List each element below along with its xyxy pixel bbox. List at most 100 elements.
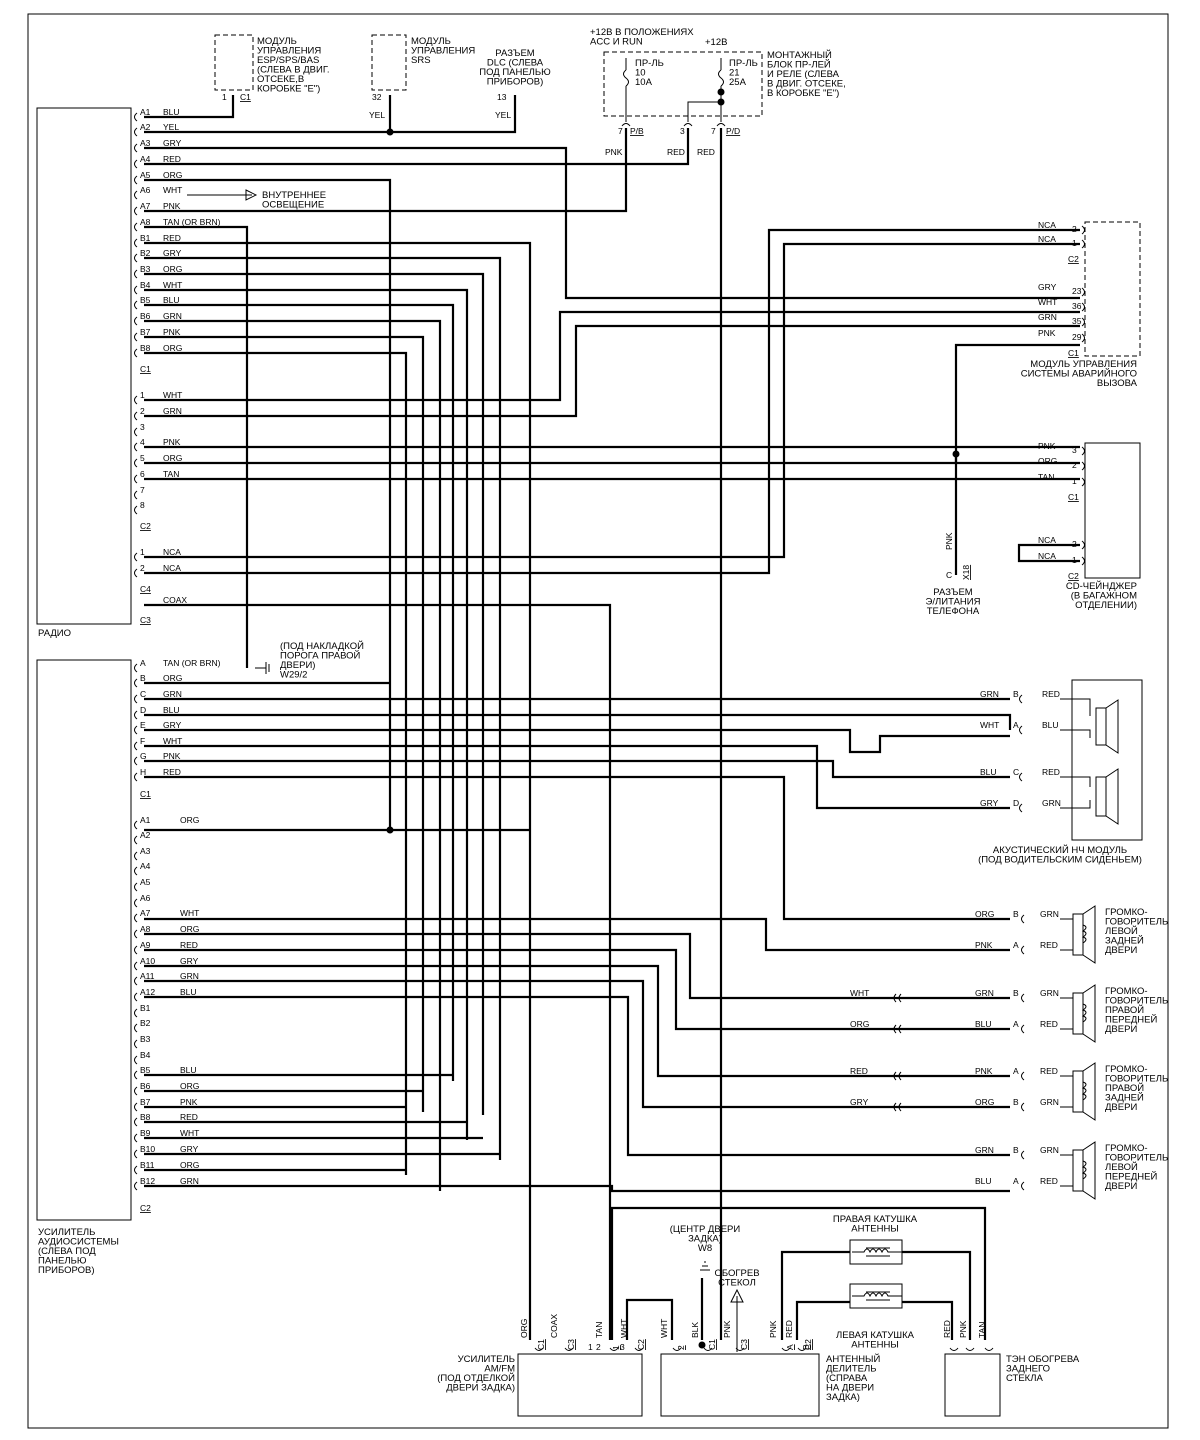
radio-box [36, 107, 132, 625]
splice-dot [717, 88, 725, 96]
amp-pin-num: B11 [140, 1160, 155, 1170]
antenna-coil-icon [852, 1292, 902, 1298]
emergency-pin: 29 [1072, 332, 1082, 342]
cd-wire: ORG [1038, 456, 1057, 466]
ground2-label: W8 [698, 1243, 712, 1254]
radio-conn: C4 [140, 584, 151, 594]
connector-pin [134, 1149, 138, 1159]
wire [144, 303, 455, 1081]
amfm-wire: ORG [519, 1319, 529, 1338]
connector-pin [134, 663, 138, 673]
connector-pin [134, 1102, 138, 1112]
speaker-wire: PNK [975, 1066, 993, 1076]
wire-sub [1060, 800, 1091, 809]
splice-dot [698, 1341, 706, 1349]
connector-pin [716, 123, 726, 127]
wire [144, 95, 235, 119]
emergency-pin: 36 [1072, 301, 1082, 311]
radio-wire-color: WHT [163, 390, 182, 400]
connector-pin [134, 1008, 138, 1018]
connector-pin [1019, 694, 1023, 704]
radio-wire-color: RED [163, 233, 181, 243]
fuse2-label: 25A [729, 77, 747, 88]
amp-pin-num: D [140, 705, 146, 715]
amp-pin-num: A6 [140, 893, 151, 903]
cd-conn: C2 [1068, 571, 1079, 581]
radio-pin-num: B7 [140, 327, 151, 337]
connector-pin [134, 835, 138, 845]
wire [144, 288, 469, 1140]
amp-pin-num: A12 [140, 987, 155, 997]
cd-wire: TAN [1038, 472, 1054, 482]
coil-left-label: АНТЕННЫ [851, 1340, 898, 1351]
splice-dot [386, 128, 394, 136]
connector-pin [1081, 239, 1085, 249]
radio-wire-color: RED [163, 154, 181, 164]
fuse-icon [718, 69, 724, 87]
wire [144, 128, 628, 213]
speaker-pin: A [1013, 1066, 1019, 1076]
speaker-wire2: RED [1040, 1019, 1058, 1029]
heater-wire: PNK [958, 1320, 968, 1338]
speaker-label: ГОВОРИТЕЛЬ [1105, 917, 1168, 928]
radio-wire-color: ORG [163, 343, 182, 353]
emergency-wire: GRN [1038, 312, 1057, 322]
wire [144, 728, 1010, 754]
fuse1-label: 10 [635, 68, 646, 79]
speaker-pin: B [1013, 1145, 1019, 1155]
fuse-pin: P/B [630, 126, 644, 136]
emergency-pin: 35 [1072, 316, 1082, 326]
speaker-wire: PNK [975, 940, 993, 950]
radio-wire-color: NCA [163, 563, 181, 573]
radio-pin-num: A3 [140, 138, 151, 148]
radio-wire-color: TAN [163, 469, 179, 479]
radio-label: РАДИО [38, 628, 71, 639]
amp-pin-num: B4 [140, 1050, 151, 1060]
divider-wire: WHT [659, 1319, 669, 1338]
dlc-wire: YEL [495, 110, 511, 120]
dlc-label: ПРИБОРОВ) [487, 77, 544, 88]
sub-pin: A [1013, 720, 1019, 730]
amp-label: ПАНЕЛЬЮ [38, 1256, 87, 1267]
sub-pin: C [1013, 767, 1019, 777]
connector-pin [134, 851, 138, 861]
relay-block-label: БЛОК ПР-ЛЕЙ [767, 59, 831, 71]
srs-wire: YEL [369, 110, 385, 120]
radio-wire-color: GRN [163, 406, 182, 416]
esp-label: УПРАВЛЕНИЯ [257, 46, 321, 57]
connector-pin [949, 1347, 959, 1351]
sub-wire: GRY [980, 798, 999, 808]
speaker-wire2: RED [1040, 1066, 1058, 1076]
speaker-label: ДВЕРИ [1105, 1024, 1137, 1035]
connector-pin [134, 678, 138, 688]
wire-sub [1060, 698, 1091, 716]
connector-pin [134, 316, 138, 326]
connector-pin [134, 913, 138, 923]
coil-icon [1081, 1160, 1087, 1180]
amp-pin-num: A4 [140, 861, 151, 871]
connector-pin [134, 395, 138, 405]
relay-block-label: И РЕЛЕ (СЛЕВА [767, 69, 840, 80]
amp-wire-color: RED [180, 940, 198, 950]
speaker-label: ДВЕРИ [1105, 1181, 1137, 1192]
connector-pin [1021, 1071, 1025, 1081]
divider-pin: C3 [739, 1339, 749, 1350]
connector-pin [134, 1165, 138, 1175]
connector-pin [134, 710, 138, 720]
esp-conn: C1 [240, 92, 251, 102]
subwoofer-box [1071, 679, 1143, 841]
amp-wire-color: GRY [163, 720, 182, 730]
wire [144, 319, 442, 1191]
divider-conn: C2 [803, 1339, 813, 1350]
amfm-wire: TAN [594, 1322, 604, 1338]
esp-label: ESP/SPS/BAS [257, 55, 319, 66]
speaker-label: ПЕРЕДНЕЙ [1105, 1171, 1157, 1183]
emergency-conn: C2 [1068, 254, 1079, 264]
radio-wire-color: ORG [163, 170, 182, 180]
radio-wire-color: YEL [163, 122, 179, 132]
speaker-icon [1072, 1062, 1096, 1121]
wire [625, 1298, 674, 1340]
amfm-pin-num: 2 [596, 1342, 601, 1352]
radio-wire-color: WHT [163, 185, 182, 195]
radio-pin-num: A2 [140, 122, 151, 132]
